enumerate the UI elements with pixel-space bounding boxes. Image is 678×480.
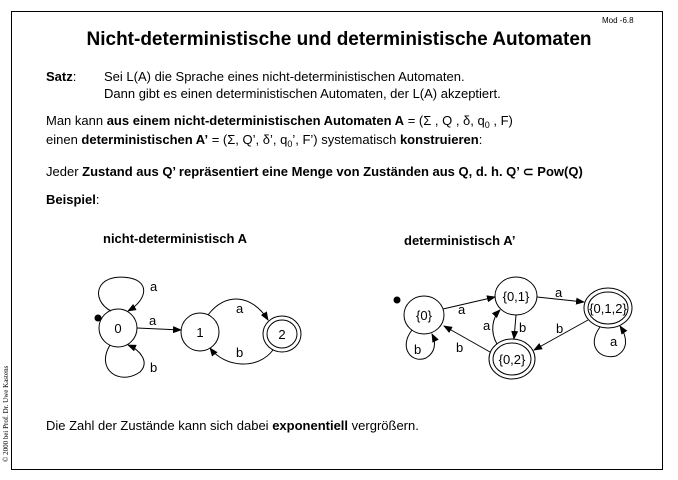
dfa-start-dot xyxy=(393,296,401,304)
dfa-edge-012-02 xyxy=(533,319,589,351)
dfa-edge-01-012 xyxy=(536,296,585,305)
p1-subscript: 0 xyxy=(484,120,490,130)
nfa-state-2-label: 2 xyxy=(278,327,285,342)
dfa-edge-02-01 xyxy=(491,309,501,345)
dfa-state-0 xyxy=(403,295,445,335)
dfa-state-0-label: {0} xyxy=(416,308,433,323)
dfa-state-012-inner xyxy=(587,291,629,325)
nfa-state-2-outer xyxy=(262,315,302,353)
nfa-edge-1-2 xyxy=(207,298,269,321)
nfa-label-self-top: a xyxy=(150,279,158,294)
nfa-label-self-bottom: b xyxy=(150,360,157,375)
nfa-start-dot xyxy=(94,314,102,322)
dfa-loop-0 xyxy=(405,329,439,360)
dfa-label-loop-012: a xyxy=(610,334,618,349)
dfa-state-02-inner xyxy=(492,342,532,376)
dfa-edge-02-0 xyxy=(443,325,491,353)
p2-text-a: einen xyxy=(46,132,82,147)
nfa-loop-bottom xyxy=(104,344,145,378)
dfa-state-02-label: {0,2} xyxy=(499,352,526,367)
dfa-state-012-label: {0,1,2} xyxy=(589,301,627,316)
construction-line-1: Man kann aus einem nicht-deterministisch… xyxy=(46,113,513,130)
footer-text-a: Die Zahl der Zustände kann sich dabei xyxy=(46,418,273,433)
dfa-label-02-01: a xyxy=(483,318,491,333)
theorem-colon: : xyxy=(72,69,77,84)
example-label-text: Beispiel xyxy=(46,192,96,207)
p2-text-c: ’, F’) systematisch xyxy=(292,132,400,147)
state-set-line: Jeder Zustand aus Q’ repräsentiert eine … xyxy=(46,164,583,180)
dfa-label-01-012: a xyxy=(555,285,563,300)
p2-bold-a: deterministischen A’ xyxy=(81,132,209,147)
footer-text-b: vergrößern. xyxy=(348,418,419,433)
dfa-edge-01-02 xyxy=(511,314,519,340)
theorem-label-text: Satz xyxy=(46,69,73,84)
nfa-loop-top xyxy=(98,276,145,312)
copyright-note: © 2000 bei Prof. Dr. Uwe Kastens xyxy=(2,365,10,462)
p2-text-b: = (Σ, Q’, δ’, q xyxy=(208,132,288,147)
p2-subscript: 0 xyxy=(287,139,293,149)
dfa-state-01-label: {0,1} xyxy=(503,289,530,304)
nfa-state-2-inner xyxy=(266,319,298,349)
page-title: Nicht-deterministische und deterministis… xyxy=(86,29,592,50)
p1-bold-a: aus einem nicht-deterministischen Automa… xyxy=(106,113,405,128)
p2-text-d: : xyxy=(478,132,483,147)
nfa-edge-2-1 xyxy=(209,347,274,365)
dfa-label-012-02: b xyxy=(556,321,563,336)
footer-bold: exponentiell xyxy=(272,418,349,433)
theorem-line-2: Dann gibt es einen deterministischen Aut… xyxy=(104,86,501,101)
dfa-label-01-02: b xyxy=(519,320,526,335)
page-reference: Mod -6.8 xyxy=(602,16,634,25)
nfa-state-1-label: 1 xyxy=(196,325,203,340)
p2-bold-b: konstruieren xyxy=(399,132,479,147)
nfa-edge-0-1 xyxy=(136,326,182,334)
theorem-label: Satz: xyxy=(46,69,76,84)
p1-text-c: , F) xyxy=(489,113,513,128)
p3-text-a: Jeder xyxy=(46,164,83,179)
construction-line-2: einen deterministischen A’ = (Σ, Q’, δ’,… xyxy=(46,132,483,149)
nfa-state-0-label: 0 xyxy=(114,321,121,336)
dfa-heading: deterministisch A’ xyxy=(404,233,516,248)
dfa-state-012-outer xyxy=(583,287,633,329)
p3-bold-a: Zustand aus Q’ repräsentiert eine Menge … xyxy=(82,164,583,179)
nfa-label-0-1: a xyxy=(149,313,157,328)
dfa-label-loop-0: b xyxy=(414,342,421,357)
nfa-heading: nicht-deterministisch A xyxy=(103,231,247,246)
footer-note: Die Zahl der Zustände kann sich dabei ex… xyxy=(46,418,419,433)
example-label: Beispiel: xyxy=(46,192,99,207)
p1-text-b: = (Σ , Q , δ, q xyxy=(404,113,485,128)
slide-frame xyxy=(11,11,663,470)
nfa-label-1-2: a xyxy=(236,301,244,316)
dfa-edge-0-01 xyxy=(442,295,496,310)
nfa-label-2-1: b xyxy=(236,345,243,360)
dfa-loop-012 xyxy=(593,325,628,358)
dfa-label-02-0: b xyxy=(456,340,463,355)
theorem-line-1: Sei L(A) die Sprache eines nicht-determi… xyxy=(104,69,465,84)
p1-text-a: Man kann xyxy=(46,113,107,128)
example-colon: : xyxy=(95,192,100,207)
dfa-label-0-01: a xyxy=(458,302,466,317)
